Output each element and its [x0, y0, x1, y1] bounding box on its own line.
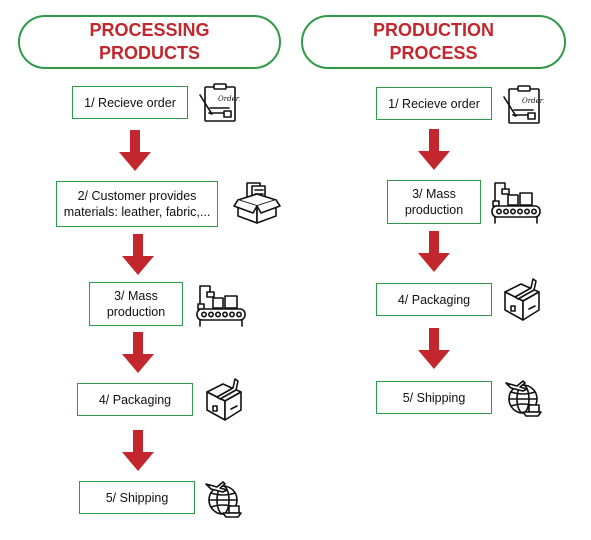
order-clipboard-icon: Order! [503, 85, 544, 124]
left-step-mass-production: 3/ Mass production [89, 282, 183, 326]
step-label: 2/ Customer provides [77, 189, 197, 203]
down-arrow-icon [418, 328, 450, 369]
right-step-receive-order: 1/ Recieve order [376, 87, 492, 120]
left-title-line1: PROCESSING [89, 20, 210, 40]
right-title-line1: PRODUCTION [373, 20, 494, 40]
step-label: 1/ Recieve order [388, 96, 480, 111]
globe-shipping-icon [205, 481, 242, 518]
package-box-icon [206, 378, 242, 421]
right-header: PRODUCTION PROCESS [301, 15, 566, 69]
right-title-line2: PROCESS [389, 43, 478, 63]
left-title-line2: PRODUCTS [98, 43, 200, 63]
step-label-line2: production [106, 305, 166, 319]
step-label: 5/ Shipping [105, 490, 169, 505]
step-label: 3/ Mass [412, 187, 456, 201]
right-step-mass-production: 3/ Mass production [387, 180, 481, 224]
down-arrow-icon [418, 129, 450, 170]
right-step-packaging: 4/ Packaging [376, 283, 492, 316]
step-label-line2: materials: leather, fabric,... [63, 205, 211, 219]
order-icon-text: Order! [522, 97, 544, 105]
globe-shipping-icon [505, 380, 542, 417]
left-step-packaging: 4/ Packaging [77, 383, 193, 416]
down-arrow-icon [122, 234, 154, 275]
down-arrow-icon [122, 332, 154, 373]
step-label: 4/ Packaging [397, 292, 471, 307]
materials-box-icon [233, 182, 281, 224]
left-step-shipping: 5/ Shipping [79, 481, 195, 514]
step-label: 5/ Shipping [402, 390, 466, 405]
package-box-icon [504, 278, 540, 321]
left-header: PROCESSING PRODUCTS [18, 15, 281, 69]
conveyor-robot-icon [491, 182, 541, 224]
order-clipboard-icon: Order! [199, 83, 240, 122]
step-label: 3/ Mass [114, 289, 158, 303]
right-step-shipping: 5/ Shipping [376, 381, 492, 414]
conveyor-robot-icon [196, 285, 246, 327]
step-label: 4/ Packaging [98, 392, 172, 407]
down-arrow-icon [119, 130, 151, 171]
left-step-customer-materials: 2/ Customer provides materials: leather,… [56, 181, 218, 227]
step-label: 1/ Recieve order [84, 95, 176, 110]
down-arrow-icon [418, 231, 450, 272]
step-label-line2: production [404, 203, 464, 217]
down-arrow-icon [122, 430, 154, 471]
order-icon-text: Order! [218, 95, 240, 103]
left-step-receive-order: 1/ Recieve order [72, 86, 188, 119]
